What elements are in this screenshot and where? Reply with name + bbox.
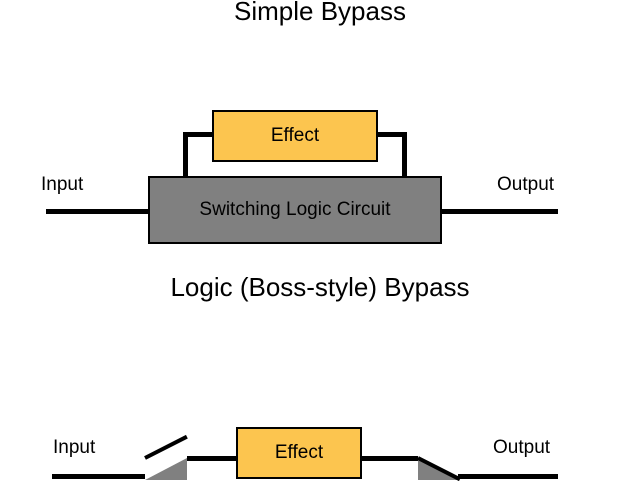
logic-output-wire [458,474,558,479]
simple-output-label: Output [497,174,555,195]
logic-left-switch-triangle [145,458,187,480]
logic-output-label: Output [493,437,551,458]
simple-bypass-title: Simple Bypass [234,0,406,26]
logic-send-wire [187,456,244,461]
logic-bypass-title: Logic (Boss-style) Bypass [170,272,470,302]
switching-logic-circuit-box[interactable]: Switching Logic Circuit [148,176,442,244]
simple-return-wire-horizontal [375,132,407,137]
logic-left-switch-slope [144,434,188,460]
simple-send-wire-vertical [183,132,188,180]
simple-input-label: Input [41,174,84,195]
logic-input-label: Input [53,437,96,458]
simple-effect-box[interactable]: Effect [212,110,378,162]
switching-logic-circuit-label: Switching Logic Circuit [199,199,391,220]
simple-effect-box-label: Effect [270,125,320,146]
logic-return-wire [356,456,418,461]
logic-effect-box[interactable]: Effect [236,427,362,479]
simple-return-wire-vertical [402,132,407,180]
simple-send-wire-horizontal [183,132,215,137]
simple-input-wire [46,209,150,214]
logic-effect-box-label: Effect [274,442,324,463]
logic-input-wire [52,474,145,479]
simple-output-wire [440,209,558,214]
